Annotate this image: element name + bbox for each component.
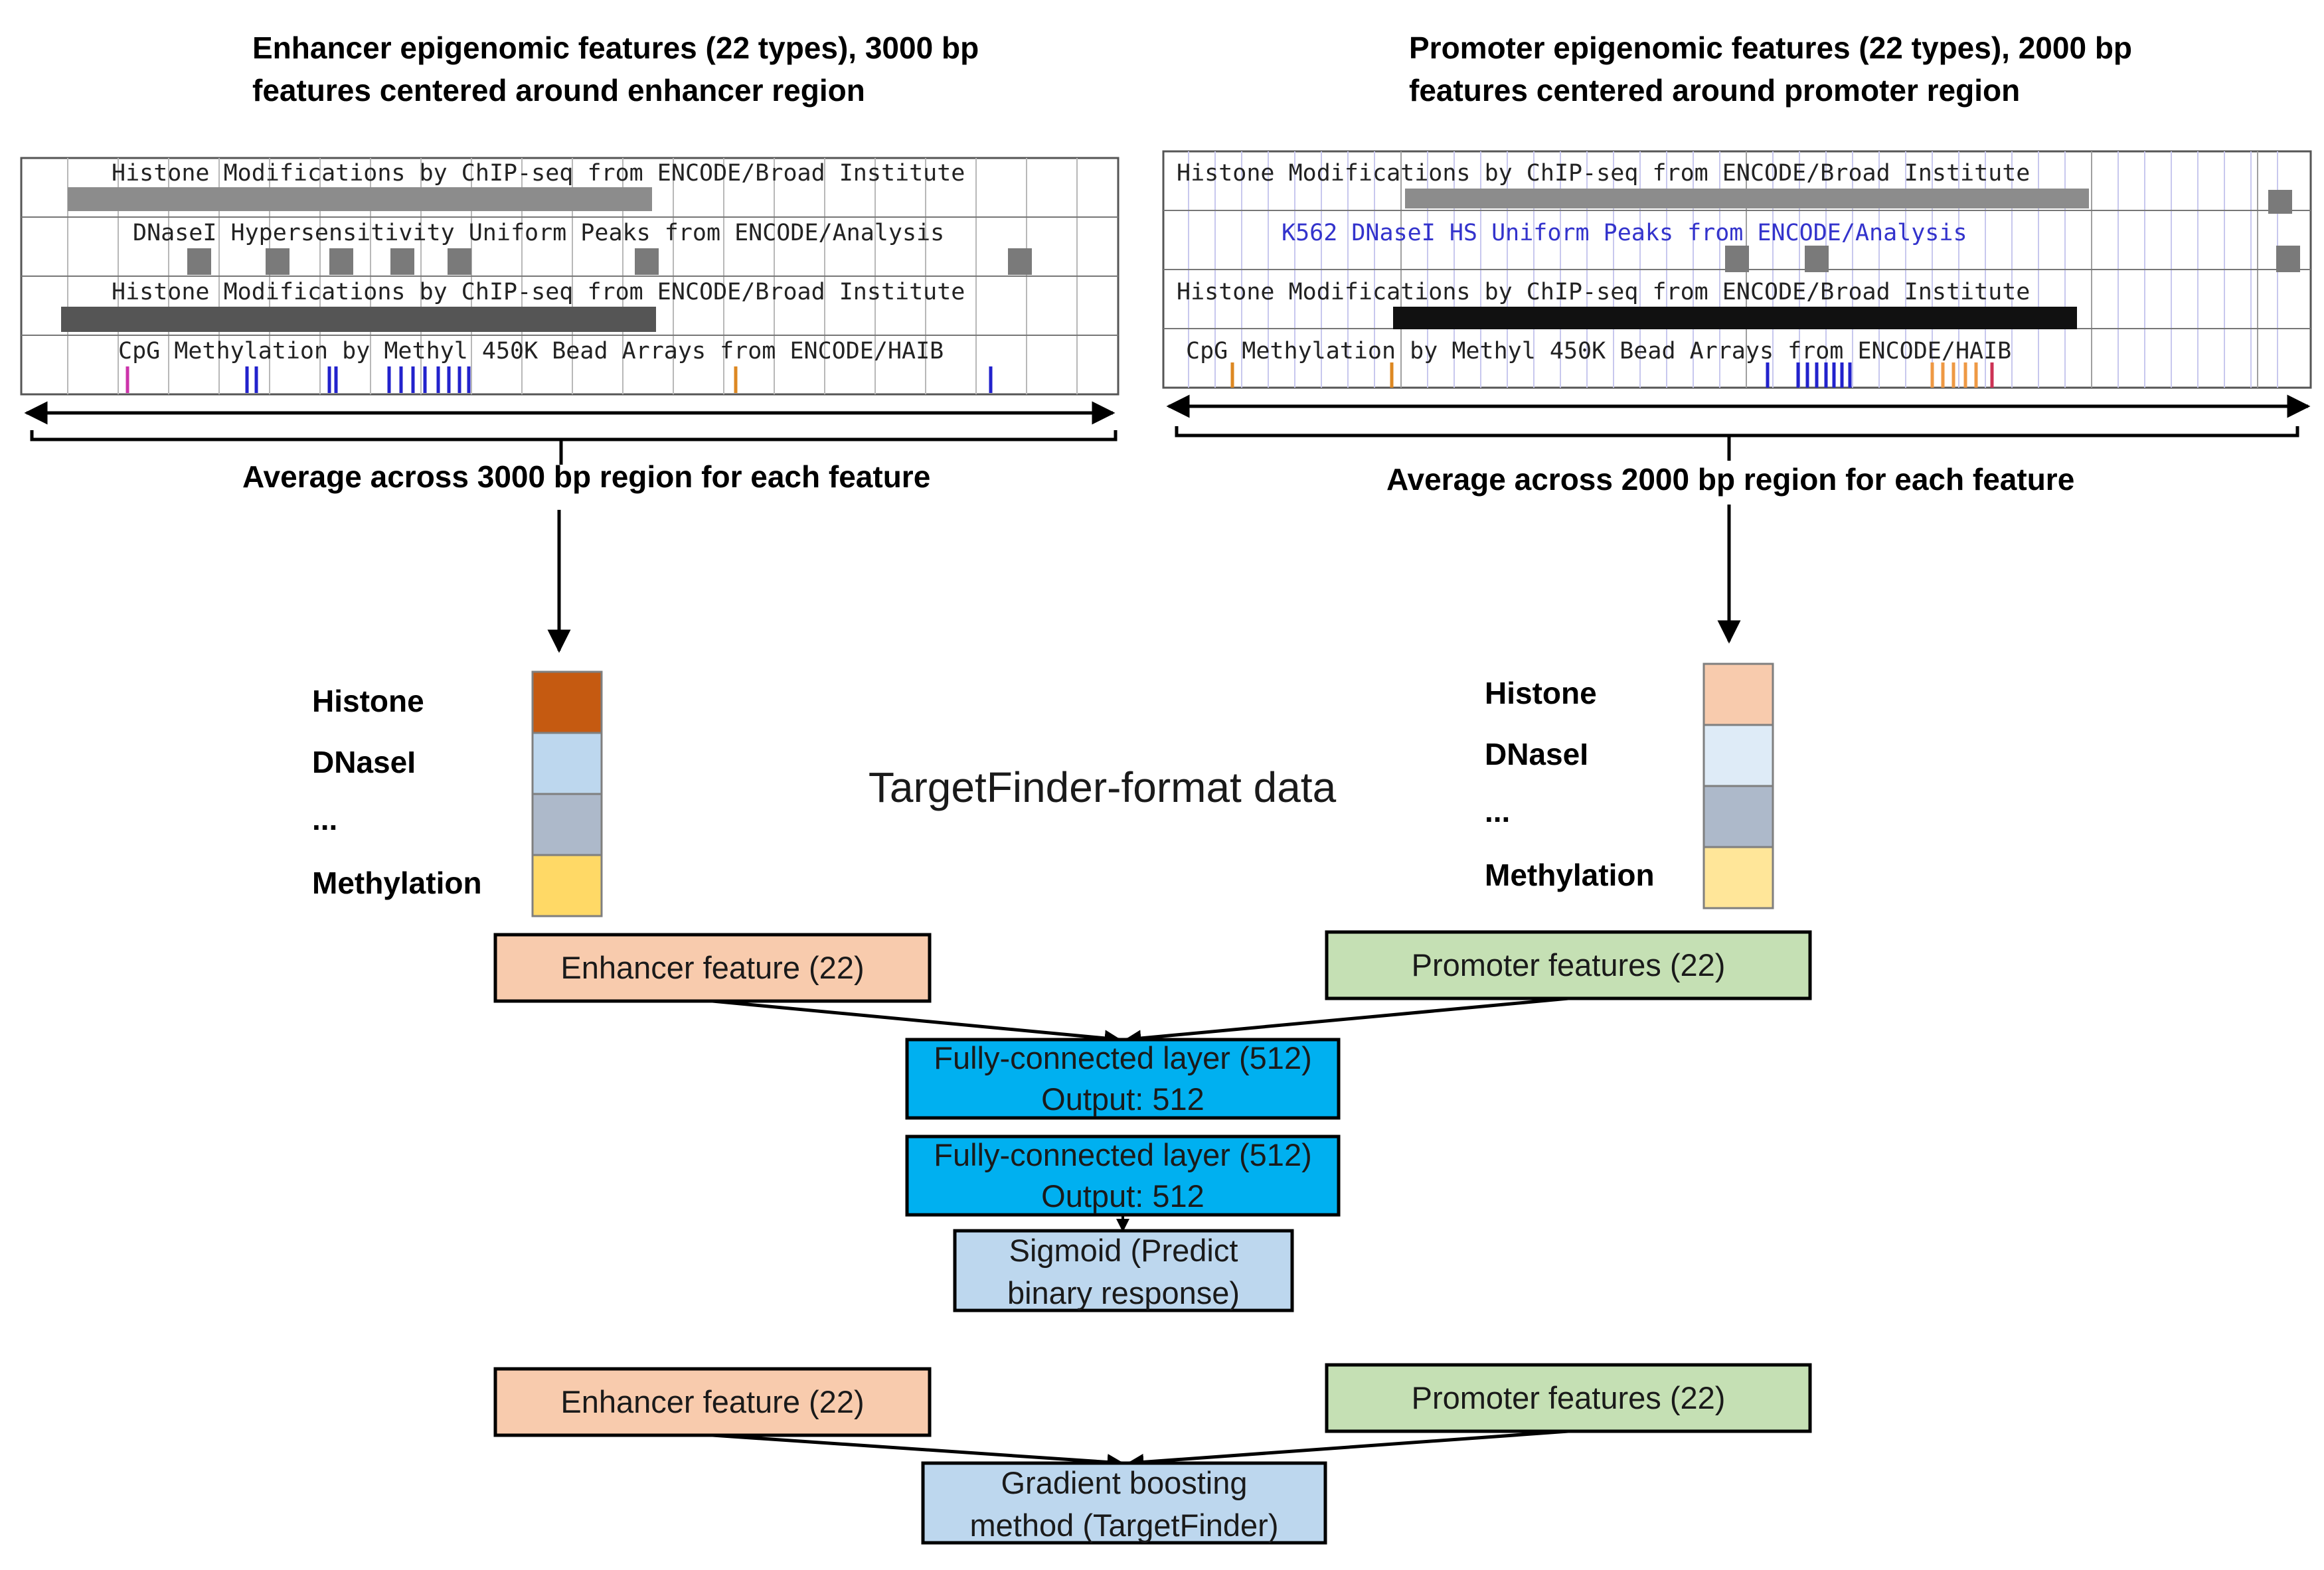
enhancer-track-3: Histone Modifications by ChIP-seq from E… xyxy=(112,279,965,305)
enhancer-row-histone: Histone xyxy=(312,684,424,718)
sigmoid-line-2: binary response) xyxy=(1007,1275,1240,1310)
promoter-vector-dnase xyxy=(1702,724,1774,787)
fc-layer-2-output: Output: 512 xyxy=(1041,1178,1204,1214)
center-label: TargetFinder-format data xyxy=(869,763,1337,811)
enhancer-average-label: Average across 3000 bp region for each f… xyxy=(242,459,930,494)
gb-enhancer-input-box xyxy=(493,1367,932,1437)
enhancer-track-1: Histone Modifications by ChIP-seq from E… xyxy=(112,160,965,187)
enhancer-brace xyxy=(30,430,1118,465)
enhancer-caption-line1: Enhancer epigenomic features (22 types),… xyxy=(252,31,979,65)
promoter-row-methylation: Methylation xyxy=(1485,858,1655,892)
enhancer-genome-browser: Histone Modifications by ChIP-seq from E… xyxy=(20,157,1120,396)
gb-enhancer-input-label: Enhancer feature (22) xyxy=(560,1384,864,1419)
promoter-row-dnase: DNaseI xyxy=(1485,737,1588,771)
promoter-feature-vector xyxy=(1702,663,1774,909)
promoter-row-ellipsis: ... xyxy=(1485,794,1510,828)
nn-promoter-input-box xyxy=(1325,930,1812,1000)
gradient-boosting-box xyxy=(921,1461,1327,1545)
promoter-vector-more xyxy=(1702,785,1774,848)
enhancer-track-2: DNaseI Hypersensitivity Uniform Peaks fr… xyxy=(133,220,944,246)
enhancer-vector-dnase xyxy=(531,732,603,795)
promoter-caption-line2: features centered around promoter region xyxy=(1409,73,2020,108)
promoter-track-2: K562 DNaseI HS Uniform Peaks from ENCODE… xyxy=(1282,220,1967,246)
enhancer-vector-more xyxy=(531,793,603,856)
sigmoid-line-1: Sigmoid (Predict xyxy=(1009,1233,1238,1268)
gb-enhancer-to-gb xyxy=(712,1433,1124,1470)
promoter-average-label: Average across 2000 bp region for each f… xyxy=(1386,462,2074,497)
promoter-caption-line1: Promoter epigenomic features (22 types),… xyxy=(1409,31,2132,65)
promoter-genome-browser: Histone Modifications by ChIP-seq from E… xyxy=(1162,150,2312,389)
nn-promoter-to-fc1 xyxy=(1124,996,1569,1047)
enhancer-feature-vector xyxy=(531,670,603,917)
nn-enhancer-to-fc1 xyxy=(712,999,1121,1047)
nn-promoter-input-label: Promoter features (22) xyxy=(1412,947,1726,982)
enhancer-vector-methylation xyxy=(531,854,603,917)
gradient-boosting-line-1: Gradient boosting xyxy=(1001,1465,1247,1500)
promoter-row-histone: Histone xyxy=(1485,676,1597,710)
nn-enhancer-input-box xyxy=(493,933,932,1003)
fc-layer-2-box xyxy=(905,1135,1341,1217)
fc-layer-2-title: Fully-connected layer (512) xyxy=(934,1137,1312,1172)
promoter-vector-methylation xyxy=(1702,846,1774,909)
gb-promoter-input-box xyxy=(1325,1363,1812,1433)
enhancer-track-4: CpG Methylation by Methyl 450K Bead Arra… xyxy=(118,338,944,364)
nn-enhancer-input-label: Enhancer feature (22) xyxy=(560,950,864,985)
promoter-brace xyxy=(1175,426,2299,461)
gb-promoter-input-label: Promoter features (22) xyxy=(1412,1380,1726,1415)
sigmoid-box xyxy=(953,1229,1294,1312)
enhancer-caption-line2: features centered around enhancer region xyxy=(252,73,865,108)
fc-layer-1-title: Fully-connected layer (512) xyxy=(934,1040,1312,1075)
enhancer-row-ellipsis: ... xyxy=(312,802,337,836)
fc-layer-1-output: Output: 512 xyxy=(1041,1081,1204,1117)
promoter-vector-histone xyxy=(1702,663,1774,726)
enhancer-vector-histone xyxy=(531,670,603,734)
enhancer-row-dnase: DNaseI xyxy=(312,745,416,779)
gradient-boosting-line-2: method (TargetFinder) xyxy=(970,1508,1279,1543)
promoter-track-4: CpG Methylation by Methyl 450K Bead Arra… xyxy=(1186,338,2011,364)
promoter-track-1: Histone Modifications by ChIP-seq from E… xyxy=(1177,160,2030,187)
enhancer-row-methylation: Methylation xyxy=(312,866,482,900)
promoter-track-3: Histone Modifications by ChIP-seq from E… xyxy=(1177,279,2030,305)
gb-promoter-to-gb xyxy=(1127,1429,1569,1470)
fc-layer-1-box xyxy=(905,1038,1341,1120)
